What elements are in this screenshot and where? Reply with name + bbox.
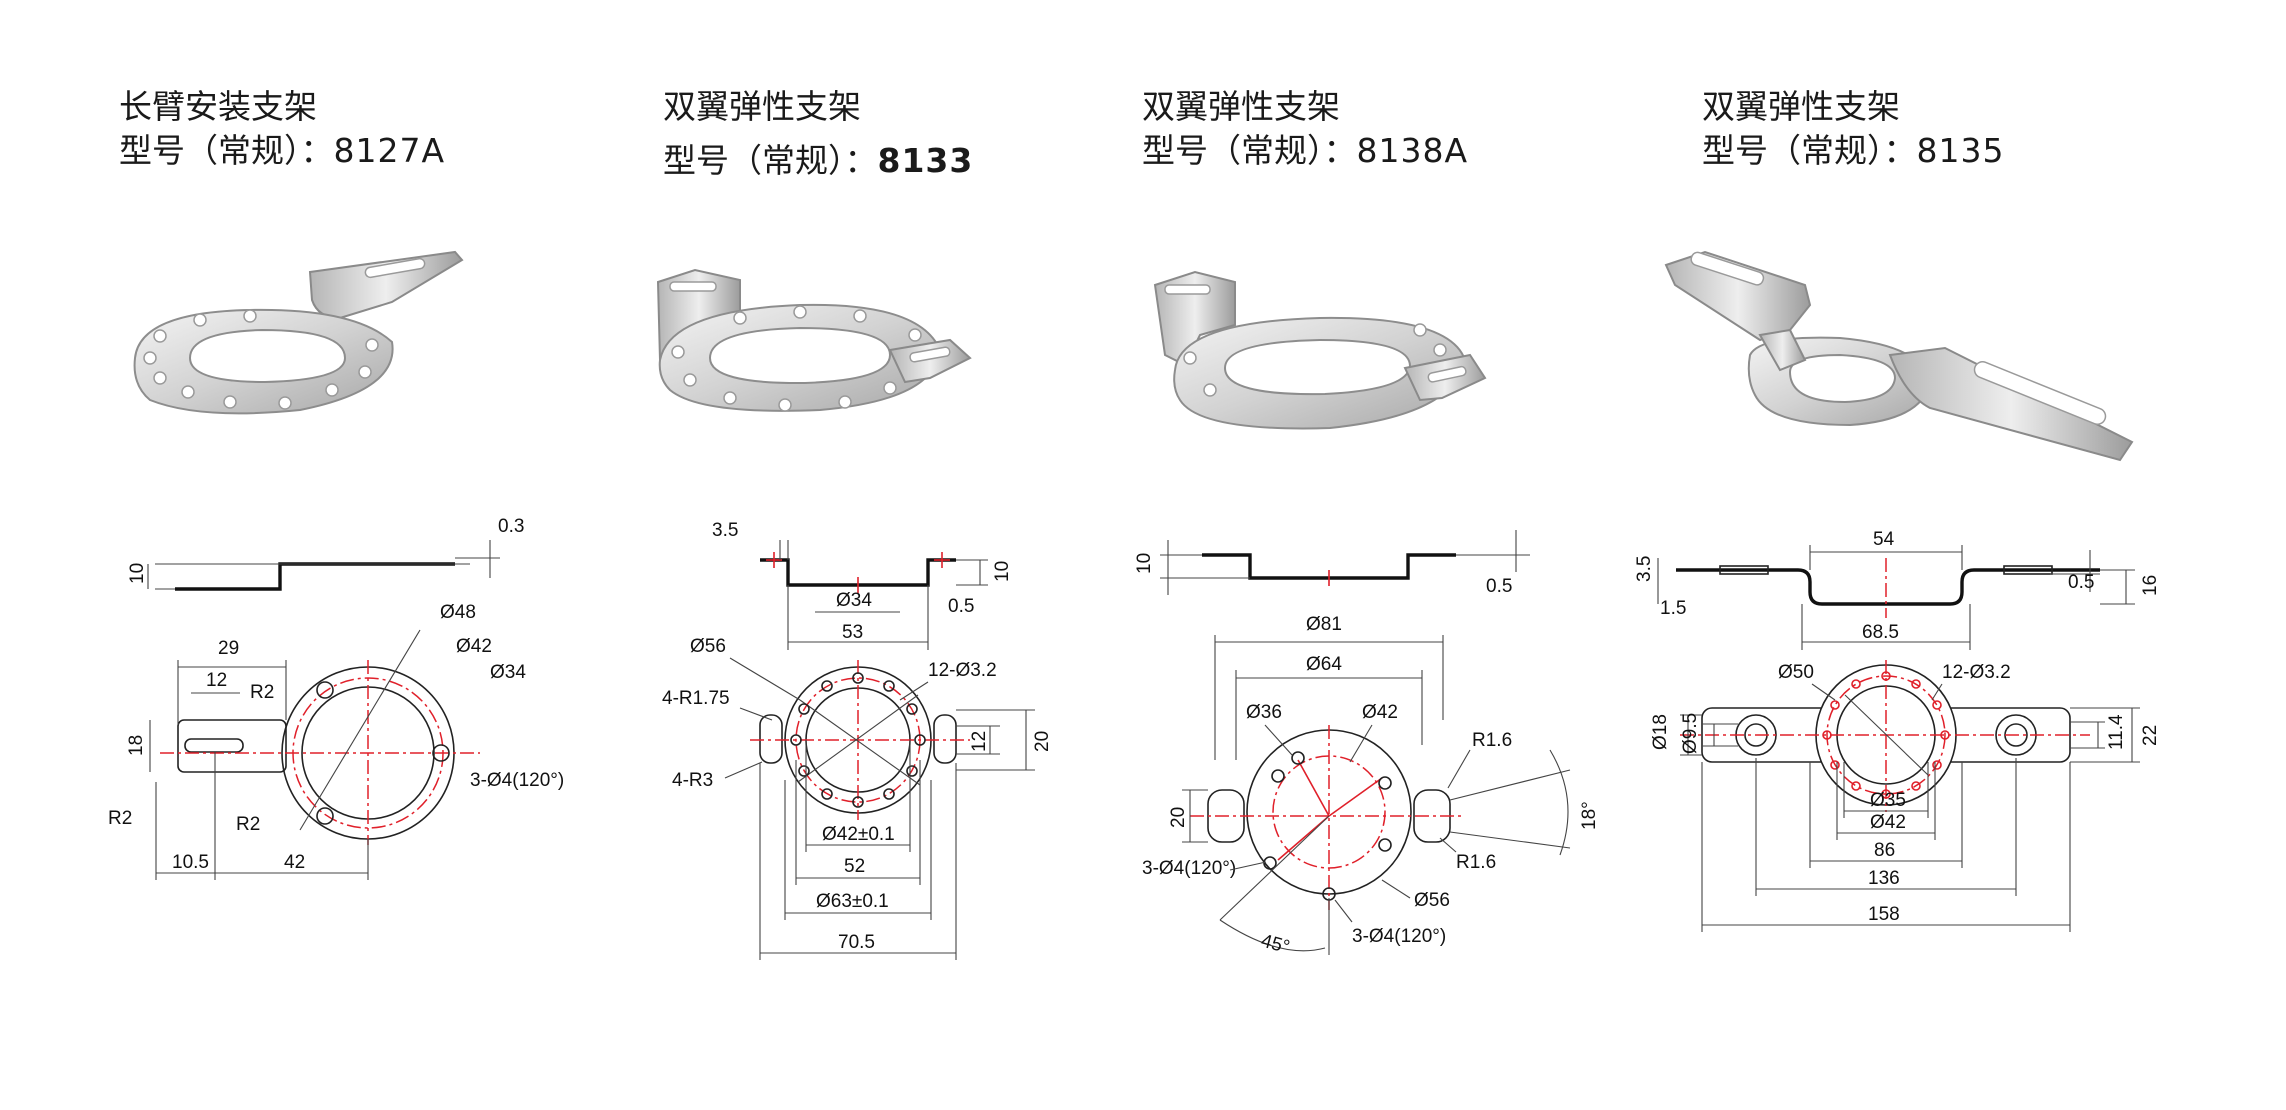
product-name: 双翼弹性支架 bbox=[663, 87, 861, 126]
dim-label: 12 bbox=[206, 670, 227, 691]
dim-label: Ø18 bbox=[1650, 714, 1671, 750]
dim-label: 29 bbox=[218, 638, 239, 659]
product-model: 型号（常规）：8138A bbox=[1142, 128, 1468, 174]
dim-label: 1.5 bbox=[1660, 598, 1686, 619]
product-card-8135: 双翼弹性支架 型号（常规）：8135 54 3.5 1.5 0.5 16 68.… bbox=[1634, 0, 2286, 1110]
dim-label: 22 bbox=[2140, 725, 2161, 746]
dim-label: Ø42 bbox=[1362, 702, 1398, 723]
dim-label: Ø50 bbox=[1778, 662, 1814, 683]
dim-label: Ø81 bbox=[1306, 614, 1342, 635]
dim-label: 12-Ø3.2 bbox=[928, 660, 997, 681]
dim-label: 136 bbox=[1868, 868, 1900, 889]
dim-label: Ø42 bbox=[1870, 812, 1906, 833]
dim-label: 3.5 bbox=[712, 520, 738, 541]
product-photo bbox=[656, 268, 972, 412]
dim-label: Ø56 bbox=[690, 636, 726, 657]
dim-label: 11.4 bbox=[2106, 714, 2127, 750]
dim-label: Ø56 bbox=[1414, 890, 1450, 911]
model-prefix: 型号（常规）： bbox=[663, 141, 878, 180]
dim-label: Ø34 bbox=[490, 662, 526, 683]
dim-label: 18° bbox=[1579, 801, 1600, 830]
dim-label: 70.5 bbox=[838, 932, 875, 953]
dim-label: 12-Ø3.2 bbox=[1942, 662, 2011, 683]
technical-drawing: 10 0.5 Ø81 Ø64 Ø36 Ø42 R1.6 20 18° R1.6 bbox=[1134, 530, 1600, 959]
dim-label: 53 bbox=[842, 622, 863, 643]
dim-label: 3-Ø4(120°) bbox=[470, 770, 564, 791]
dim-label: R2 bbox=[108, 808, 132, 829]
product-name: 长臂安装支架 bbox=[119, 87, 317, 126]
product-model: 型号（常规）：8135 bbox=[1702, 128, 2004, 174]
product-name: 双翼弹性支架 bbox=[1142, 87, 1340, 126]
dim-label: 20 bbox=[1168, 807, 1189, 828]
dim-label: 0.5 bbox=[1486, 576, 1512, 597]
product-model: 型号（常规）：8133 bbox=[663, 138, 973, 184]
dim-label: 4-R3 bbox=[672, 770, 713, 791]
dim-label: 3-Ø4(120°) bbox=[1142, 858, 1236, 879]
dim-label: Ø35 bbox=[1870, 790, 1906, 811]
dim-label: 10.5 bbox=[172, 852, 209, 873]
dim-label: Ø48 bbox=[440, 602, 476, 623]
dim-label: Ø36 bbox=[1246, 702, 1282, 723]
dim-label: 12 bbox=[969, 731, 990, 752]
model-number: 8138A bbox=[1356, 131, 1469, 170]
dim-label: 0.3 bbox=[498, 516, 524, 537]
dim-label: Ø42±0.1 bbox=[822, 824, 895, 845]
dim-label: 54 bbox=[1873, 529, 1895, 550]
dim-label: 3.5 bbox=[1634, 556, 1655, 582]
dim-label: 10 bbox=[127, 563, 148, 584]
model-prefix: 型号（常规）： bbox=[119, 131, 334, 170]
dim-label: 3-Ø4(120°) bbox=[1352, 926, 1446, 947]
bolt-circle-holes bbox=[790, 672, 926, 808]
dim-label: 42 bbox=[284, 852, 305, 873]
dim-label: 0.5 bbox=[2068, 572, 2094, 593]
dim-label: 16 bbox=[2140, 575, 2161, 596]
product-photo bbox=[1664, 250, 2134, 462]
dim-label: 0.5 bbox=[948, 596, 974, 617]
dim-label: R1.6 bbox=[1456, 852, 1496, 873]
product-name: 双翼弹性支架 bbox=[1702, 87, 1900, 126]
product-photo bbox=[133, 250, 464, 415]
dim-label: 4-R1.75 bbox=[662, 688, 730, 709]
technical-drawing: 54 3.5 1.5 0.5 16 68.5 Ø50 12-Ø3.2 bbox=[1634, 529, 2161, 932]
product-card-8138a: 双翼弹性支架 型号（常规）：8138A 10 0.5 Ø81 Ø64 bbox=[1120, 0, 1680, 1110]
product-photo bbox=[1153, 270, 1487, 430]
technical-drawing: 10 0.3 29 12 R2 18 Ø48 Ø42 Ø34 3-Ø4(120°… bbox=[108, 516, 564, 880]
product-card-8133: 双翼弹性支架 型号（常规）：8133 3.5 10 0.5 Ø34 53 bbox=[560, 0, 1120, 1110]
product-model: 型号（常规）：8127A bbox=[119, 128, 445, 174]
model-number: 8135 bbox=[1916, 131, 2005, 170]
dim-label: Ø42 bbox=[456, 636, 492, 657]
dim-label: 10 bbox=[992, 561, 1013, 582]
dim-label: Ø63±0.1 bbox=[816, 891, 889, 912]
dim-label: 10 bbox=[1134, 553, 1155, 574]
dim-label: Ø9.5 bbox=[1680, 713, 1701, 754]
model-number: 8133 bbox=[877, 141, 974, 180]
model-prefix: 型号（常规）： bbox=[1702, 131, 1917, 170]
dim-label: Ø64 bbox=[1306, 654, 1342, 675]
dim-label: R2 bbox=[236, 814, 260, 835]
dim-label: 45° bbox=[1259, 931, 1292, 959]
dim-label: R1.6 bbox=[1472, 730, 1512, 751]
dim-label: 52 bbox=[844, 856, 865, 877]
dim-label: R2 bbox=[250, 682, 274, 703]
dim-label: 18 bbox=[126, 735, 147, 756]
bolt-circle-holes bbox=[1822, 671, 1950, 799]
product-card-8127a: 长臂安装支架 型号（常规）：8127A 10 0.3 bbox=[0, 0, 564, 1110]
dim-label: Ø34 bbox=[836, 590, 872, 611]
model-number: 8127A bbox=[333, 131, 446, 170]
dim-label: 86 bbox=[1874, 840, 1895, 861]
dim-label: 158 bbox=[1868, 904, 1900, 925]
model-prefix: 型号（常规）： bbox=[1142, 131, 1357, 170]
dim-label: 20 bbox=[1032, 731, 1053, 752]
technical-drawing: 3.5 10 0.5 Ø34 53 Ø56 12-Ø3.2 4-R1.75 4-… bbox=[662, 520, 1053, 960]
dim-label: 68.5 bbox=[1862, 622, 1899, 643]
